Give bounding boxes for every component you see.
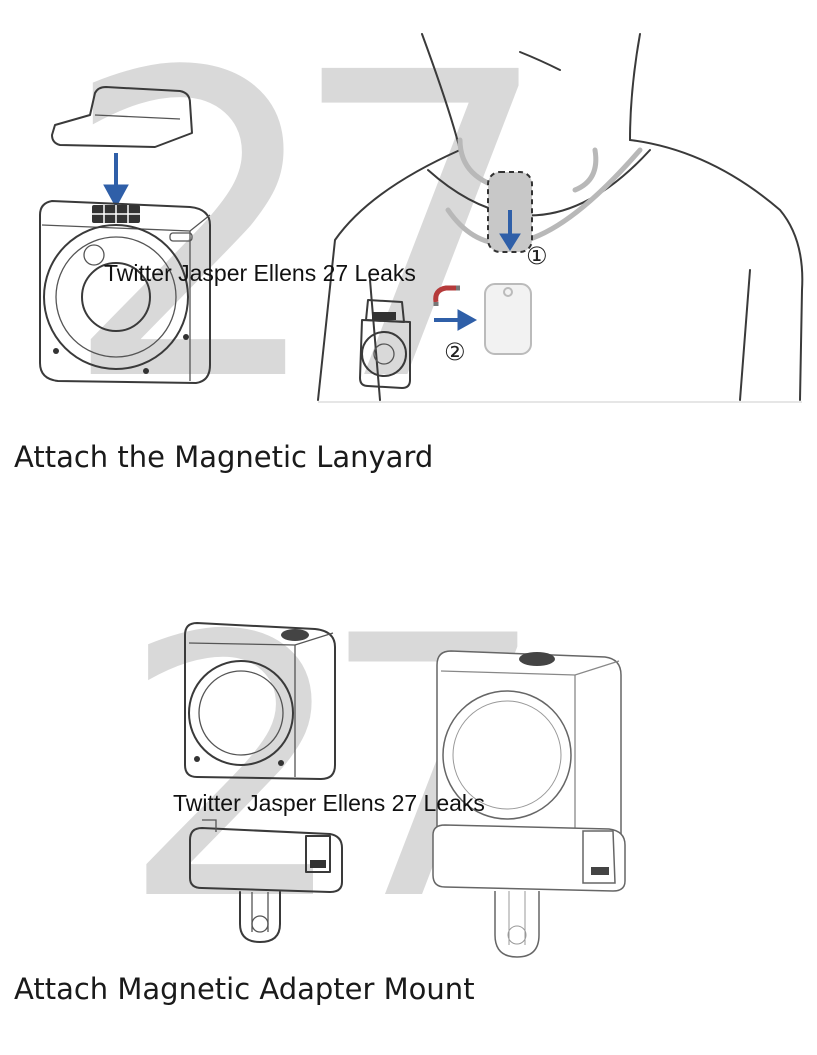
assembled-camera-illustration [432, 650, 626, 958]
watermark-overlay-top: Twitter Jasper Ellens 27 Leaks [104, 260, 416, 286]
camera-front-illustration [184, 622, 336, 780]
caption-lanyard: Attach the Magnetic Lanyard [14, 440, 434, 474]
magnet-icon [433, 285, 460, 306]
watermark-overlay-bottom: Twitter Jasper Ellens 27 Leaks [173, 790, 485, 816]
adapter-mount-illustration [189, 819, 343, 943]
step-marker-2: ② [444, 338, 466, 366]
person-lanyard-illustration [317, 33, 804, 403]
step-marker-1: ① [526, 242, 548, 270]
caption-adapter-mount: Attach Magnetic Adapter Mount [14, 972, 475, 1006]
camera-with-clip-illustration [39, 86, 211, 384]
